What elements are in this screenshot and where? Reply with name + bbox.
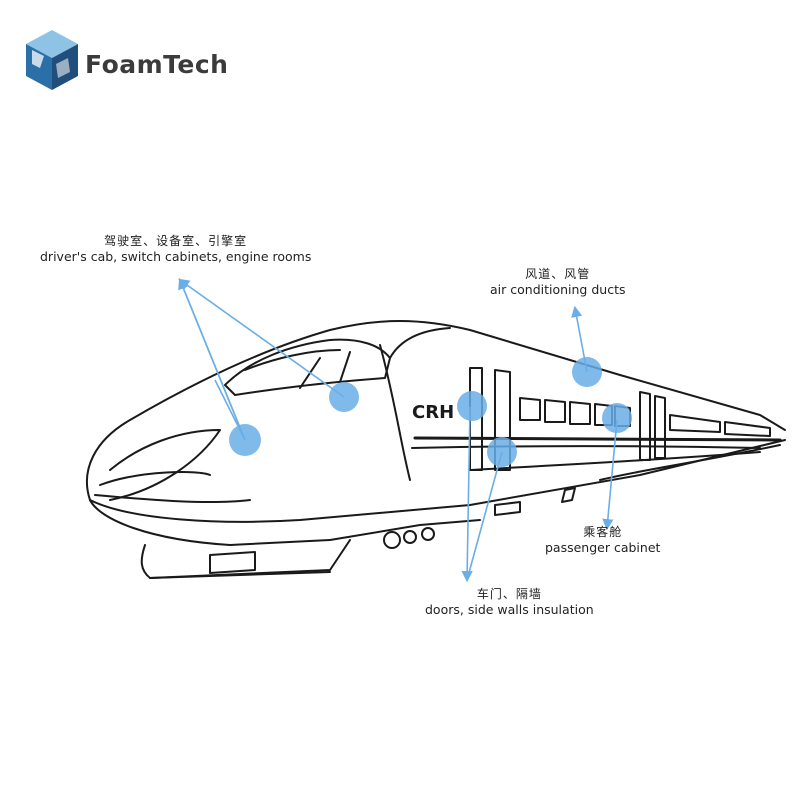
- label-passenger-zh: 乘客舱: [545, 525, 660, 540]
- crh-logo-text: CRH: [412, 402, 454, 423]
- label-doors: 车门、隔墙 doors, side walls insulation: [425, 587, 594, 617]
- brand-name: FoamTech: [85, 50, 228, 79]
- label-ducts: 风道、风管 air conditioning ducts: [490, 267, 626, 297]
- marker-ducts: [572, 357, 602, 387]
- marker-engine-room: [329, 382, 359, 412]
- label-passenger: 乘客舱 passenger cabinet: [545, 525, 660, 555]
- label-driver: 驾驶室、设备室、引擎室 driver's cab, switch cabinet…: [40, 234, 311, 264]
- cube-logo-icon: [22, 28, 82, 94]
- label-driver-zh: 驾驶室、设备室、引擎室: [40, 234, 311, 249]
- marker-driver-cab: [229, 424, 261, 456]
- marker-passenger: [602, 403, 632, 433]
- label-ducts-en: air conditioning ducts: [490, 282, 626, 297]
- label-ducts-zh: 风道、风管: [490, 267, 626, 282]
- marker-side-walls: [487, 437, 517, 467]
- label-driver-en: driver's cab, switch cabinets, engine ro…: [40, 249, 311, 264]
- arrow-doors-2: [467, 452, 502, 580]
- marker-doors: [457, 391, 487, 421]
- label-doors-en: doors, side walls insulation: [425, 602, 594, 617]
- train-outline: [87, 321, 785, 578]
- label-doors-zh: 车门、隔墙: [425, 587, 594, 602]
- arrow-doors-1: [467, 407, 470, 580]
- label-passenger-en: passenger cabinet: [545, 540, 660, 555]
- brand-logo: FoamTech: [22, 28, 262, 98]
- arrow-passenger: [607, 420, 617, 528]
